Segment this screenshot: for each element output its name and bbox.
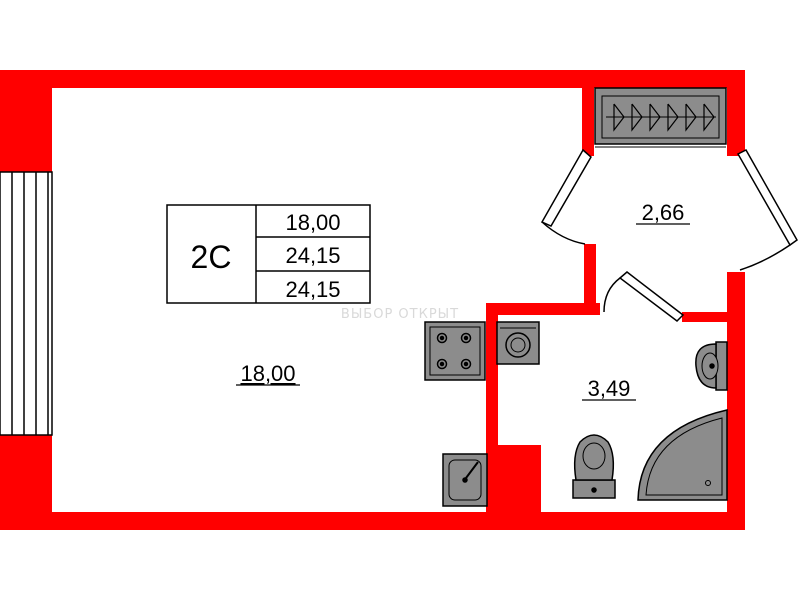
total-area-alt-value: 24,15 <box>285 277 340 302</box>
wall-right-upper <box>727 70 745 156</box>
wall-closet-left-upper <box>582 84 594 156</box>
wall-left-upper <box>0 70 52 172</box>
wall-bath-top-right <box>682 312 734 322</box>
room-labels: 18,00 2,66 3,49 <box>236 200 690 401</box>
walls <box>0 70 745 530</box>
main-room-area-label: 18,00 <box>240 361 295 386</box>
washbasin-icon <box>695 341 728 391</box>
wall-top <box>0 70 745 88</box>
wardrobe-icon <box>594 87 727 148</box>
toilet-icon <box>572 434 616 499</box>
bathroom-area-label: 3,49 <box>588 376 631 401</box>
shower-cabin-icon <box>637 409 728 501</box>
apartment-info-box: 2С 18,00 24,15 24,15 <box>166 204 371 304</box>
closet-doors <box>540 148 798 271</box>
wall-right-lower <box>727 272 745 530</box>
wall-bath-top-left <box>486 303 600 315</box>
bathroom-door <box>603 271 685 322</box>
wall-bottom <box>0 512 745 530</box>
watermark-text: ВЫБОР ОТКРЫТ <box>341 307 459 322</box>
sink-icon <box>442 453 488 507</box>
window-left <box>0 171 53 436</box>
wall-bath-block <box>486 445 541 517</box>
total-area-value: 24,15 <box>285 243 340 268</box>
washing-machine-icon <box>496 321 540 365</box>
closet-area-label: 2,66 <box>642 200 685 225</box>
living-area-value: 18,00 <box>285 210 340 235</box>
wall-closet-left-lower <box>584 244 596 312</box>
stove-icon <box>424 321 486 381</box>
apartment-type-label: 2С <box>191 239 232 275</box>
